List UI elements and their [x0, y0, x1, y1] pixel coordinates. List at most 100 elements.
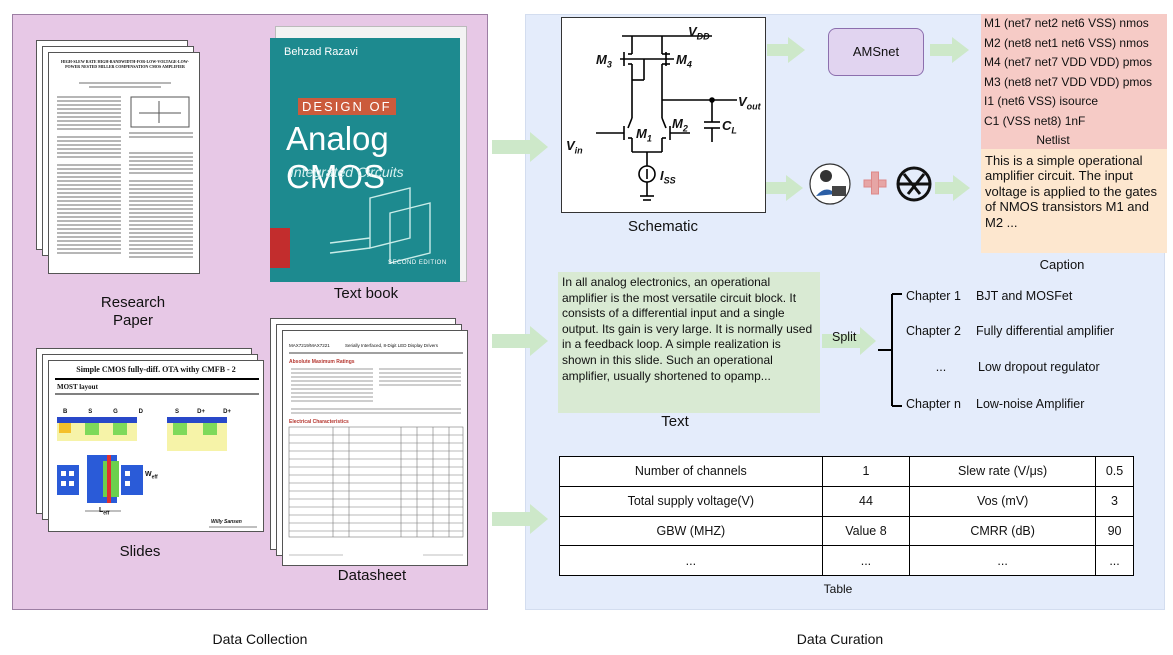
split-bracket	[878, 293, 902, 407]
netlist-line: M1 (net7 net2 net6 VSS) nmos	[984, 16, 1149, 30]
slide-w-label: Weff	[145, 471, 158, 480]
netlist-line: I1 (net6 VSS) isource	[984, 94, 1099, 109]
m2-sub: 2	[682, 123, 688, 134]
terminal-d: D	[138, 409, 143, 415]
table-row: Total supply voltage(V) 44 Vos (mV) 3	[559, 485, 1134, 517]
research-paper-caption-line2: Paper	[112, 312, 154, 329]
m3-m: M	[596, 52, 607, 67]
table-cell: 3	[1095, 485, 1134, 517]
terminal-s: S	[88, 409, 93, 415]
slide-section-title: MOST layout	[57, 383, 98, 391]
datasheet-section-1: Absolute Maximum Ratings	[289, 359, 355, 365]
research-paper-caption: Research Paper	[78, 294, 188, 330]
person-laptop-icon	[809, 163, 851, 205]
table-cell: Vos (mV)	[909, 485, 1097, 517]
netlist-line: C1 (VSS net8) 1nF	[984, 113, 1086, 128]
openai-logo-icon	[896, 166, 932, 202]
research-paper-page: HIGH-SLEW RATE HIGH-BANDWIDTH-FOR-LOW-VO…	[48, 52, 200, 274]
chapter-title: Low dropout regulator	[978, 360, 1100, 374]
label-m3: M3	[596, 52, 612, 70]
text-caption: Text	[661, 413, 689, 430]
cl-c: C	[722, 118, 732, 133]
terminal-dplus-1: D+	[197, 409, 205, 415]
vin-sub: in	[574, 145, 583, 156]
netlist-line: M2 (net8 net1 net6 VSS) nmos	[984, 35, 1149, 50]
table-cell: ...	[909, 545, 1097, 576]
w-label: W	[145, 471, 152, 478]
slide-terminals-right: S D+ D+	[175, 409, 231, 415]
chapter-row-1: Chapter 1 BJT and MOSFet	[906, 289, 1072, 303]
amsnet-box: AMSnet	[828, 28, 924, 76]
chapter-title: BJT and MOSFet	[976, 289, 1073, 303]
datasheet-title: Serially Interfaced, 8-Digit LED Display…	[345, 343, 439, 348]
netlist-box: M1 (net7 net2 net6 VSS) nmos M2 (net8 ne…	[981, 14, 1167, 154]
iss-i: I	[660, 168, 664, 183]
chapter-row-2: Chapter 2 Fully differential amplifier	[906, 324, 1114, 338]
table-row: GBW (MHZ) Value 8 CMRR (dB) 90	[559, 515, 1134, 547]
label-m2-visible: M2	[672, 116, 688, 134]
research-paper-title: HIGH-SLEW RATE HIGH-BANDWIDTH-FOR-LOW-VO…	[61, 59, 189, 69]
label-vdd: VDD	[688, 24, 710, 42]
chapter-num: Chapter 2	[906, 324, 961, 338]
vout-v: V	[738, 94, 747, 109]
textbook-subtitle: Integrated Circuits	[290, 164, 404, 180]
label-m4: M4	[676, 52, 692, 70]
chapter-num: Chapter 1	[906, 289, 961, 303]
datasheet-body	[288, 352, 464, 556]
slide-title-underline	[55, 378, 259, 380]
table-cell: 90	[1095, 515, 1134, 547]
textbook-title: Analog CMOS	[286, 120, 389, 195]
terminal-g: G	[113, 409, 118, 415]
label-vin: Vin	[566, 138, 583, 156]
table-caption: Table	[823, 582, 853, 596]
table-cell: Total supply voltage(V)	[559, 485, 823, 517]
table-cell: CMRR (dB)	[909, 515, 1097, 547]
table-cell: ...	[559, 545, 823, 576]
terminal-s-right: S	[175, 409, 180, 415]
terminal-dplus-2: D+	[223, 409, 231, 415]
m4-sub: 4	[686, 59, 692, 70]
table-cell: Slew rate (V/μs)	[909, 456, 1097, 487]
vin-v: V	[566, 138, 575, 153]
vdd-sub: DD	[696, 31, 710, 42]
textbook-cover-art	[270, 187, 431, 268]
chapter-num: ...	[935, 360, 947, 374]
textbook-author: Behzad Razavi	[284, 46, 358, 58]
netlist-line: M3 (net8 net7 VDD VDD) pmos	[984, 74, 1153, 89]
textbook-design-of: DESIGN OF	[298, 98, 396, 115]
caption-label: Caption	[1039, 257, 1085, 272]
vout-sub: out	[746, 101, 761, 112]
slide-title: Simple CMOS fully-diff. OTA withy CMFB -…	[76, 365, 236, 374]
m2-m: M	[672, 116, 683, 131]
table-cell: 0.5	[1095, 456, 1134, 487]
table-cell: Number of channels	[559, 456, 823, 487]
table-cell: 1	[821, 456, 911, 487]
slide-mos-layout-figure	[55, 393, 259, 528]
data-curation-label: Data Curation	[796, 631, 884, 647]
schematic-box: VDD Vout Vin M3 M4 M1 M2 CL ISS	[561, 17, 766, 213]
datasheet-part: MAX7219/MAX7221	[289, 343, 330, 348]
table-cell: ...	[1095, 545, 1134, 576]
research-paper-caption-line1: Research	[100, 294, 166, 311]
table-row: ... ... ... ...	[559, 545, 1134, 576]
split-label: Split	[832, 330, 857, 344]
slides-caption: Slides	[119, 543, 161, 560]
netlist-line: M4 (net7 net7 VDD VDD) pmos	[984, 55, 1153, 70]
data-collection-label: Data Collection	[212, 631, 308, 647]
slides-page: Simple CMOS fully-diff. OTA withy CMFB -…	[48, 360, 264, 532]
datasheet-table: Number of channels 1 Slew rate (V/μs) 0.…	[559, 456, 1134, 576]
label-iss: ISS	[660, 168, 676, 186]
human-plus-gpt-icons	[809, 163, 932, 205]
opamp-schematic	[596, 35, 737, 201]
chapter-title: Low-noise Amplifier	[976, 397, 1085, 411]
l-sub: eff	[103, 510, 110, 517]
caption-box: This is a simple operational amplifier c…	[981, 149, 1167, 253]
table-cell: Value 8	[821, 515, 911, 547]
slide-terminals-left: B S G D	[63, 409, 143, 415]
schematic-caption: Schematic	[627, 218, 699, 235]
chapter-title: Fully differential amplifier	[976, 324, 1115, 338]
label-cl: CL	[722, 118, 737, 136]
netlist-caption: Netlist	[1036, 133, 1070, 147]
vdd-v: V	[688, 24, 697, 39]
